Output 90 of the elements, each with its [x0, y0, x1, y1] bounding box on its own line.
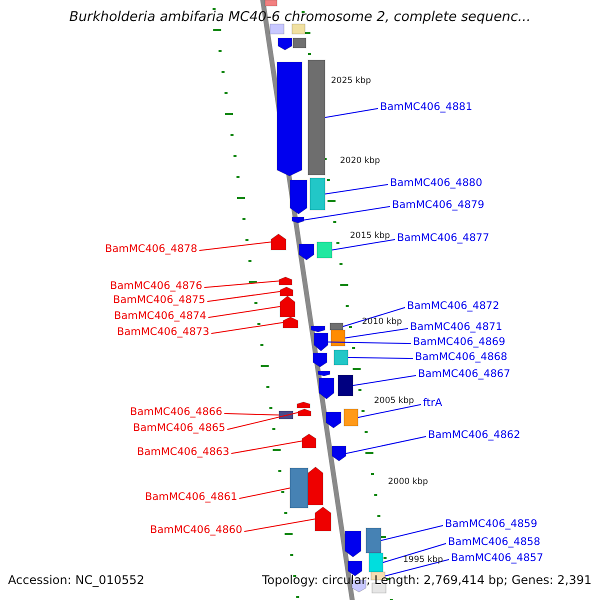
gene-label: BamMC406_4881	[380, 101, 472, 114]
leader-line	[384, 559, 450, 576]
gene-label: ftrA	[423, 397, 442, 410]
gene-label: BamMC406_4876	[110, 280, 202, 293]
leader-line	[244, 518, 316, 532]
gene-label: BamMC406_4879	[392, 199, 484, 212]
leader-line	[208, 306, 280, 318]
gene-feature	[344, 408, 358, 426]
gene-feature	[264, 0, 278, 6]
gene-feature	[282, 316, 298, 328]
gene-label: BamMC406_4862	[428, 429, 520, 442]
gene-label: BamMC406_4872	[407, 300, 500, 313]
leader-line	[230, 440, 302, 454]
gene-label: BamMC406_4878	[105, 243, 198, 256]
gene-label: BamMC406_4868	[415, 351, 508, 364]
gene-label: BamMC406_4873	[117, 326, 210, 339]
gene-feature	[296, 402, 310, 408]
scale-label: 2010 kbp	[362, 317, 402, 327]
scale-label: 2020 kbp	[340, 156, 380, 166]
gene-feature	[312, 352, 328, 368]
gene-label: BamMC406_4880	[390, 177, 482, 190]
gene-label: BamMC406_4877	[397, 232, 490, 245]
gene-feature	[330, 330, 346, 346]
gene-feature	[314, 506, 332, 532]
scale-label: 1995 kbp	[403, 555, 444, 565]
leader-line	[332, 239, 396, 250]
scale-label: 2015 kbp	[350, 231, 390, 241]
leader-line	[204, 280, 280, 288]
leader-line	[324, 184, 388, 194]
gene-label: BamMC406_4875	[113, 294, 206, 307]
leader-line	[328, 342, 412, 344]
leader-line	[226, 412, 298, 430]
scale-label: 2005 kbp	[374, 396, 414, 406]
leader-line	[358, 404, 422, 418]
gene-feature	[270, 234, 286, 250]
gene-feature	[290, 180, 308, 214]
gene-feature	[270, 24, 284, 34]
gene-feature	[310, 178, 326, 210]
gene-label: BamMC406_4861	[145, 491, 238, 504]
gene-feature	[334, 350, 348, 366]
gene-label: BamMC406_4865	[133, 422, 226, 435]
gene-feature	[330, 322, 344, 330]
leader-line	[224, 413, 280, 416]
leader-line	[210, 322, 284, 334]
gene-feature	[366, 528, 382, 554]
gene-label: BamMC406_4860	[150, 524, 242, 537]
gene-label: BamMC406_4863	[137, 446, 230, 459]
gene-feature	[292, 24, 306, 34]
gene-feature	[348, 560, 362, 576]
gene-label: BamMC406_4867	[418, 368, 510, 381]
leader-line	[342, 307, 406, 327]
gene-label: BamMC406_4859	[445, 518, 538, 531]
map-title: Burkholderia ambifaria MC40-6 chromosome 2, complete sequenc...	[68, 9, 532, 25]
gene-feature	[292, 216, 304, 224]
leader-line	[380, 525, 444, 541]
scale-label: 2000 kbp	[388, 477, 428, 487]
gene-label: BamMC406_4869	[413, 336, 506, 349]
gene-feature	[302, 434, 316, 448]
gene-feature	[338, 374, 354, 396]
footer-text: Accession: NC_010552	[8, 574, 144, 587]
leader-line	[348, 357, 414, 359]
gene-feature	[298, 244, 314, 260]
gene-feature	[290, 468, 308, 508]
leader-line	[198, 242, 272, 251]
leader-line	[324, 108, 378, 118]
gene-feature	[368, 552, 384, 572]
gene-feature	[332, 446, 346, 462]
leader-line	[346, 436, 426, 454]
leader-line	[382, 543, 446, 563]
leader-line	[352, 375, 416, 386]
leader-line	[206, 291, 280, 302]
gene-feature	[298, 408, 312, 416]
gene-feature	[316, 242, 332, 258]
gene-feature	[276, 62, 302, 176]
gene-feature	[344, 530, 362, 558]
gene-feature	[278, 276, 292, 286]
gene-label: BamMC406_4874	[114, 310, 206, 323]
leader-line	[304, 206, 390, 220]
leader-line	[344, 328, 408, 338]
leader-line	[238, 488, 290, 499]
gene-label: BamMC406_4857	[451, 552, 544, 565]
footer-text: Topology: circular; Length: 2,769,414 bp; Genes: 2,391	[262, 574, 592, 587]
gene-feature	[308, 60, 326, 176]
gene-label: BamMC406_4858	[448, 536, 540, 549]
gene-feature	[308, 466, 324, 506]
gene-feature	[278, 38, 292, 50]
gene-feature	[326, 412, 342, 428]
gene-label: BamMC406_4866	[130, 406, 222, 419]
gene-feature	[292, 38, 306, 48]
gene-label: BamMC406_4871	[410, 321, 502, 334]
